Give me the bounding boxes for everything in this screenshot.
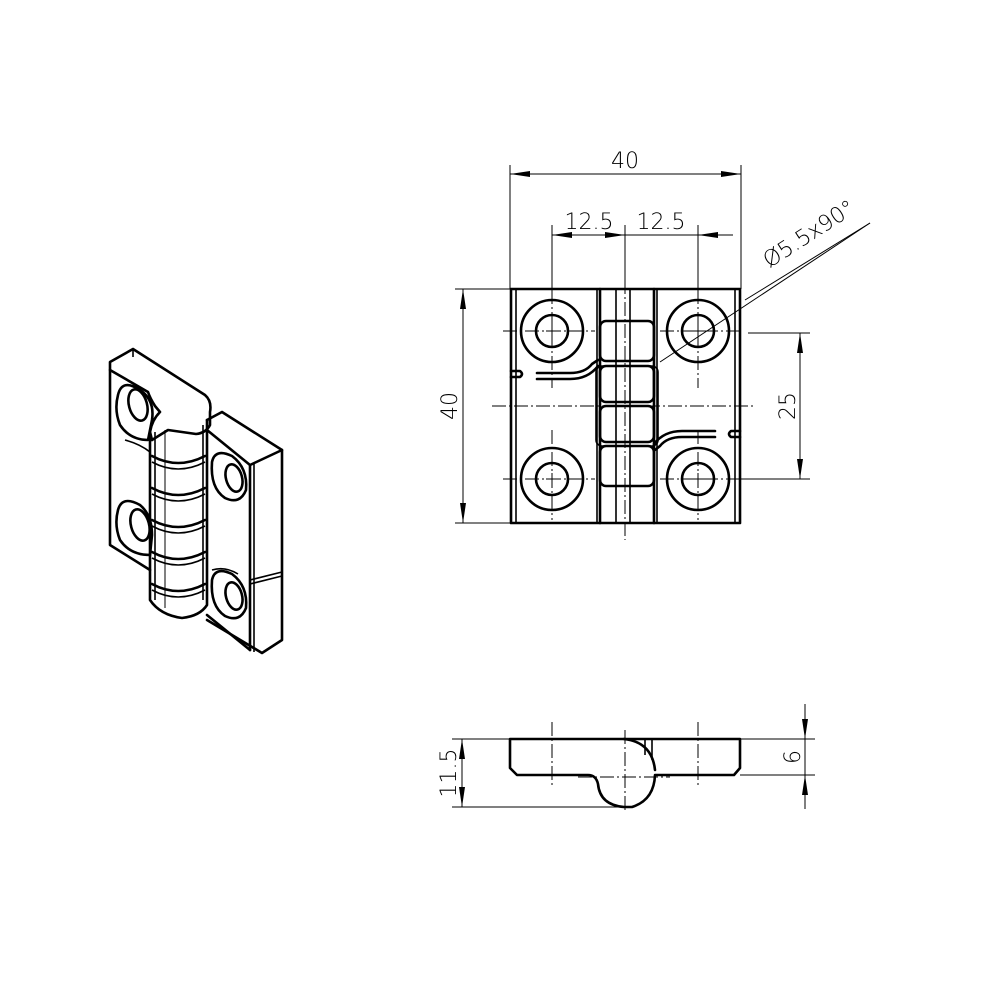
dim-hole-callout: Ø5.5x90°	[759, 196, 860, 274]
top-view	[492, 280, 755, 540]
dim-leaf-thickness: 6	[781, 750, 806, 764]
isometric-view	[108, 347, 284, 655]
dim-hole-offset-right: 12.5	[637, 210, 686, 235]
dim-overall-width: 40	[611, 149, 639, 174]
dim-total-thickness: 11.5	[437, 749, 462, 798]
dim-overall-height: 40	[438, 392, 463, 420]
top-view-dimensions	[455, 165, 871, 524]
side-view-outline	[508, 737, 742, 809]
side-view-dimensions	[452, 704, 815, 809]
dim-hole-offset-left: 12.5	[565, 210, 614, 235]
dim-hole-spacing: 25	[776, 392, 801, 420]
side-view	[508, 722, 742, 812]
